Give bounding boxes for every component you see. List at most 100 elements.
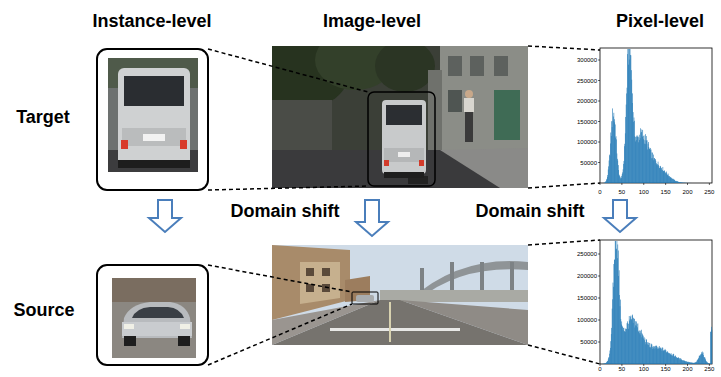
target-scene xyxy=(398,152,410,157)
histogram-bar xyxy=(685,182,687,183)
histogram-bar xyxy=(705,182,707,183)
histogram-bar xyxy=(663,350,665,364)
tick-mark xyxy=(598,101,600,102)
histogram-bar xyxy=(660,348,662,364)
histogram-bar xyxy=(694,363,696,364)
histogram-bar xyxy=(612,283,614,364)
source-scene xyxy=(306,268,314,276)
histogram-bar xyxy=(701,182,703,183)
histogram-bar xyxy=(637,137,639,183)
histogram-bar xyxy=(670,178,672,183)
histogram-bar xyxy=(635,325,637,364)
histogram-bar xyxy=(604,182,606,184)
histogram-bar xyxy=(601,182,603,183)
target-scene xyxy=(272,100,332,150)
histogram-bar xyxy=(668,353,670,364)
target-scene xyxy=(440,148,528,188)
histogram-bar xyxy=(701,352,703,364)
histogram-bar xyxy=(686,361,688,364)
histogram-bar xyxy=(652,153,654,183)
tick-label: 0 xyxy=(598,189,601,196)
histogram-bar xyxy=(601,363,603,364)
histogram-bar xyxy=(665,350,667,364)
histogram-bar xyxy=(603,182,605,183)
tick-label: 250 xyxy=(704,366,714,373)
histogram-bar xyxy=(701,182,703,183)
histogram-bar xyxy=(656,346,658,364)
zoom-line xyxy=(528,46,600,50)
histogram-bar xyxy=(638,135,640,183)
histogram-bar xyxy=(674,356,676,364)
tick-label: 200000 xyxy=(577,273,597,280)
histogram-bar xyxy=(634,136,636,183)
tick-mark xyxy=(598,142,600,143)
histogram-bar xyxy=(672,179,674,183)
histogram-bar xyxy=(680,182,682,184)
histogram-bar xyxy=(711,327,713,364)
histogram-bar xyxy=(617,161,619,183)
histogram-bar xyxy=(627,323,629,364)
source-instance xyxy=(132,307,184,318)
histogram-bar xyxy=(666,175,668,183)
histogram-bar xyxy=(704,182,706,183)
histogram-bar xyxy=(636,135,638,183)
histogram-bar xyxy=(641,129,643,183)
histogram-bar xyxy=(630,316,632,364)
histogram-bar xyxy=(684,361,686,364)
histogram-bar xyxy=(689,362,691,364)
histogram-bar xyxy=(678,182,680,184)
histogram-bar xyxy=(614,124,616,183)
histogram-bar xyxy=(710,332,712,364)
histogram-bar xyxy=(669,177,671,183)
histogram-bar xyxy=(684,182,686,183)
histogram-bar xyxy=(675,357,677,364)
histogram-bar xyxy=(668,176,670,183)
histogram-bar xyxy=(655,159,657,183)
histogram-bar xyxy=(606,362,608,364)
histogram-bar xyxy=(702,182,704,183)
histogram-bar xyxy=(632,93,634,183)
histogram-bar xyxy=(632,112,634,183)
histogram-bar xyxy=(602,182,604,183)
histogram xyxy=(600,364,709,366)
histogram-bar xyxy=(669,353,671,364)
histogram-bar xyxy=(615,136,617,183)
histogram-bar xyxy=(689,363,691,364)
tick-mark xyxy=(643,183,644,185)
histogram-bar xyxy=(616,139,618,183)
histogram-bar xyxy=(621,326,623,364)
histogram-bar xyxy=(704,358,706,364)
histogram-bar xyxy=(706,362,708,364)
zoom-line xyxy=(528,240,600,245)
histogram-bar xyxy=(623,328,625,364)
histogram-bar xyxy=(662,347,664,364)
histogram-bar xyxy=(628,49,630,183)
histogram-bar xyxy=(706,182,708,183)
histogram-bar xyxy=(614,122,616,183)
histogram-bar xyxy=(624,331,626,364)
histogram-bar xyxy=(631,319,633,364)
tick-label: 150 xyxy=(661,366,671,373)
histogram-bar xyxy=(619,176,621,183)
histogram-bar xyxy=(602,182,604,183)
histogram-bar xyxy=(686,361,688,364)
shift-arrow xyxy=(604,200,636,232)
plot-frame xyxy=(600,48,712,183)
histogram-bar xyxy=(601,182,603,183)
tick-label: 250 xyxy=(704,189,714,196)
histogram-bar xyxy=(637,136,639,183)
histogram-bar xyxy=(678,182,680,183)
histogram-bar xyxy=(679,182,681,184)
histogram-bar xyxy=(614,241,616,364)
tick-label: 250000 xyxy=(577,251,597,258)
histogram-bar xyxy=(636,321,638,364)
histogram-bar xyxy=(681,360,683,364)
histogram-bar xyxy=(673,354,675,364)
histogram-bar xyxy=(673,180,675,183)
histogram-bar xyxy=(638,330,640,364)
histogram-bar xyxy=(604,363,606,365)
histogram-bar xyxy=(625,329,627,364)
histogram-bar xyxy=(675,181,677,183)
histogram-bar xyxy=(682,182,684,183)
histogram-bar xyxy=(661,168,663,183)
